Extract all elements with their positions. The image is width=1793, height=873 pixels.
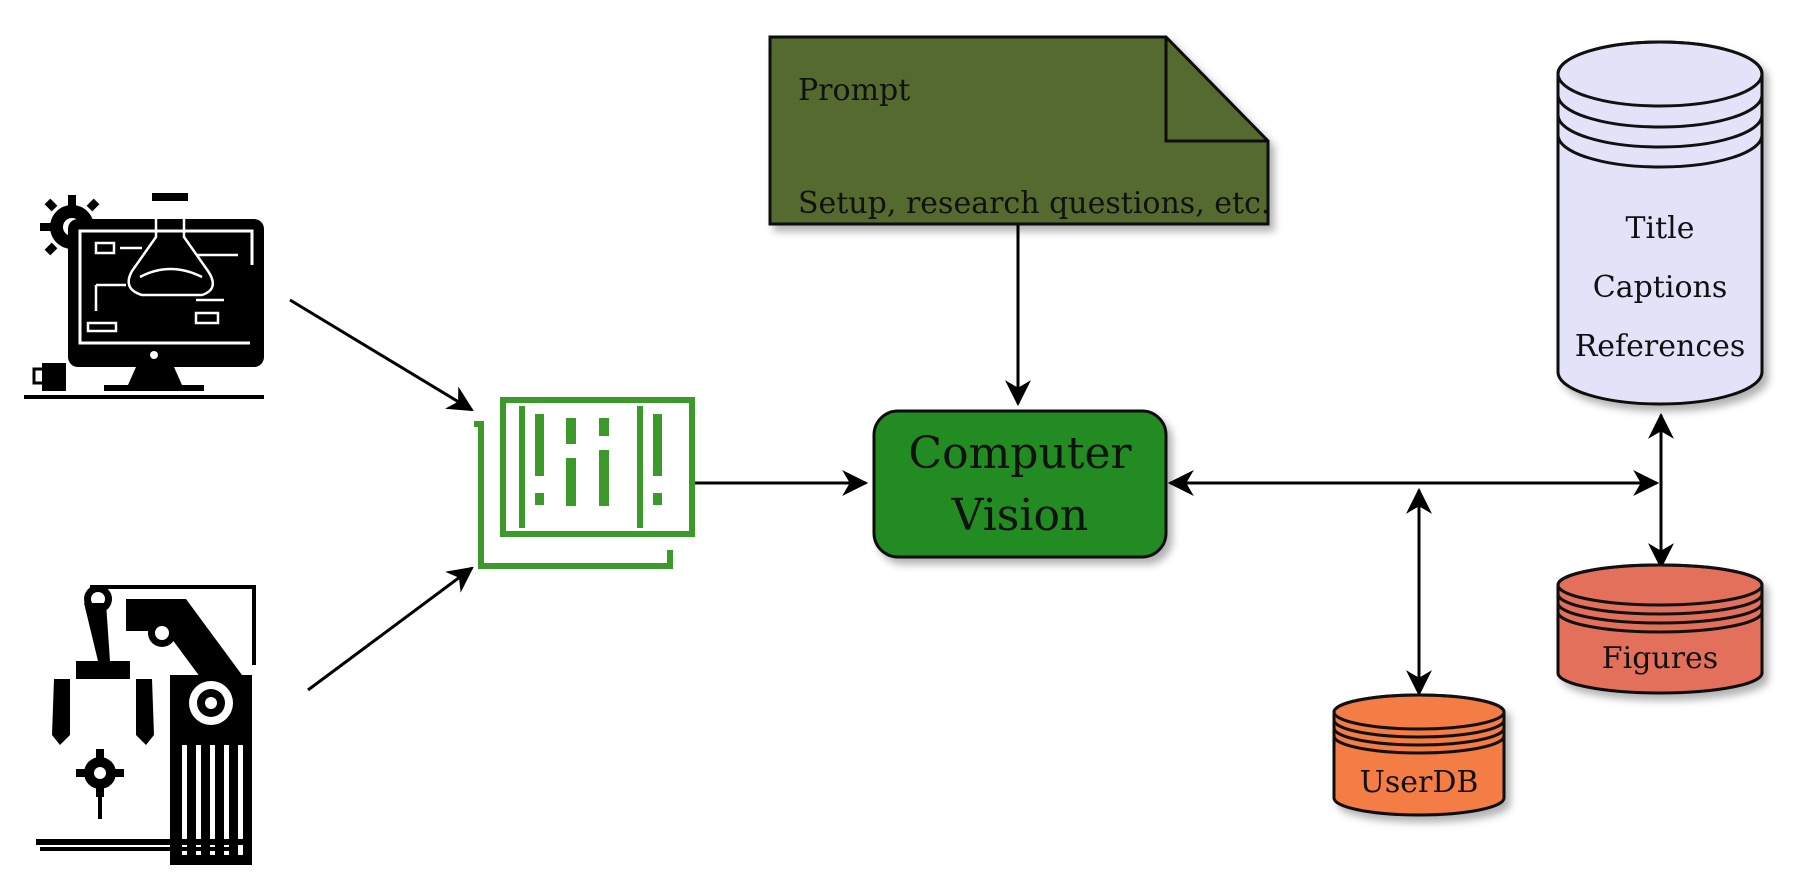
figures-store-rings bbox=[1556, 563, 1764, 634]
figures-label: Figures bbox=[1602, 641, 1718, 676]
metadata-line-captions: Captions bbox=[1593, 270, 1727, 305]
gear-icon bbox=[76, 749, 124, 797]
userdb-label: UserDB bbox=[1360, 765, 1479, 800]
computer-vision-label-line1: Computer bbox=[908, 428, 1132, 479]
prompt-note-body bbox=[768, 35, 1270, 226]
connectors bbox=[289, 225, 1674, 697]
arrow-robot-to-documents bbox=[307, 566, 474, 692]
document-stack-icon bbox=[474, 397, 695, 569]
metadata-store-rings bbox=[1556, 40, 1764, 169]
prompt-note bbox=[768, 35, 1270, 226]
computer-vision-label-line2: Vision bbox=[951, 490, 1089, 541]
robotic-arm-icon bbox=[36, 585, 256, 865]
metadata-line-title: Title bbox=[1625, 211, 1694, 246]
computer-vision-box bbox=[872, 409, 1168, 559]
prompt-detail: Setup, research questions, etc. bbox=[798, 186, 1270, 221]
metadata-line-references: References bbox=[1575, 329, 1746, 364]
prompt-heading: Prompt bbox=[798, 73, 910, 108]
arrow-monitor-to-documents bbox=[289, 298, 474, 412]
userdb-store-rings bbox=[1332, 693, 1506, 755]
computer-monitor-with-flask-icon bbox=[24, 193, 264, 399]
prompt-note-fold bbox=[1164, 37, 1268, 143]
